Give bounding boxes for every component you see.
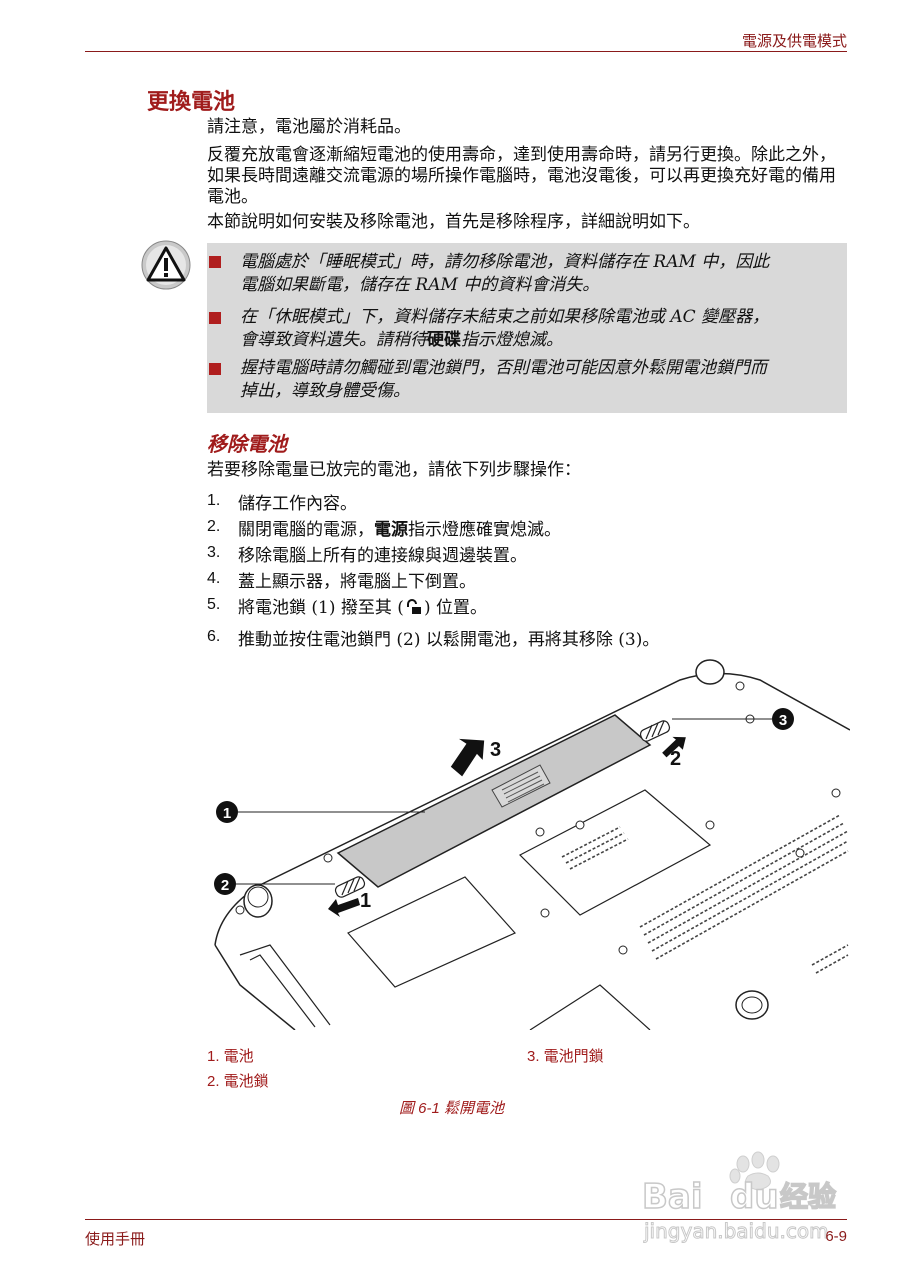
warning-item-2-line-2: 會導致資料遺失。請稍待硬碟指示燈熄滅。 [240,329,840,352]
step-number: 3. [207,544,221,561]
baidu-watermark-logo: Bai du 经验 jingyan.baidu.com [641,1151,837,1244]
warning-item-1-line-1: 電腦處於「睡眠模式」時，請勿移除電池，資料儲存在 RAM 中，因此 [240,252,770,272]
laptop-outline [214,672,850,946]
step-number: 2. [207,518,221,535]
page-number: 6-9 [825,1228,847,1245]
warning-bullet [209,256,221,268]
step-text: 移除電腦上所有的連接線與週邊裝置。 [238,546,527,566]
callout-1-label: 1 [223,805,231,822]
warning-bullet [209,363,221,375]
warning-item-3: 握持電腦時請勿觸碰到電池鎖門，否則電池可能因意外鬆開電池鎖門而 掉出，導致身體受… [240,357,840,403]
hdd-cover [518,789,712,916]
figure-caption: 圖 6-1 鬆開電池 [398,1100,504,1117]
bottom-panel-edge [529,984,651,1030]
warning-item-2-text-a: 會導致資料遺失。請稍待 [240,330,427,350]
callout-2 [214,873,236,895]
step-text: 將電池鎖 (1) 撥至其 ( ) 位置。 [238,593,487,618]
warning-item-2-text-c: 指示燈熄滅。 [461,330,563,350]
warning-item-3-line-1: 握持電腦時請勿觸碰到電池鎖門，否則電池可能因意外鬆開電池鎖門而 [240,358,767,378]
callout-2-label: 2 [221,877,229,894]
power-indicator-label: 電源 [374,520,408,540]
watermark-brand: Bai [642,1177,703,1217]
warning-item-1: 電腦處於「睡眠模式」時，請勿移除電池，資料儲存在 RAM 中，因此 電腦如果斷電… [240,251,840,297]
unlock-icon [406,599,421,614]
laptop-edge [249,954,316,1028]
running-header: 電源及供電模式 [741,32,847,50]
release-arrow [662,736,686,758]
step-text: 推動並按住電池鎖門 (2) 以鬆開電池，再將其移除 (3)。 [238,630,660,650]
warning-triangle-icon [141,240,191,290]
watermark-brand-2: du [730,1177,779,1217]
battery-grip-lines [501,771,545,803]
step-text: 蓋上顯示器，將電腦上下倒置。 [238,572,476,592]
step-number: 4. [207,570,221,587]
arrow-label-2: 2 [670,748,681,770]
callout-3-label: 3 [779,712,787,729]
memory-cover [347,876,516,988]
subsection-title: 移除電池 [207,432,287,456]
paragraph-2: 反覆充放電會逐漸縮短電池的使用壽命，達到使用壽命時，請另行更換。除此之外，如果長… [207,145,836,207]
watermark-cn: 经验 [780,1180,836,1213]
step-2-text-a: 關閉電腦的電源， [238,520,374,540]
footer-rule [85,1219,847,1220]
warning-item-1-line-2: 電腦如果斷電，儲存在 RAM 中的資料會消失。 [240,275,600,295]
vent-slots [561,814,849,974]
laptop-outline [214,944,296,1030]
rubber-foot [741,996,763,1014]
laptop-edge [239,944,331,1026]
hdd-indicator-label: 硬碟 [427,330,461,350]
legend-item-3: 3. 電池門鎖 [527,1048,604,1065]
step-5-text-c: ) 位置。 [423,598,487,618]
battery-removal-figure: 3 2 1 1 2 3 [214,659,850,1030]
step-2-text-c: 指示燈應確實熄滅。 [408,520,561,540]
paragraph-1: 請注意，電池屬於消耗品。 [207,117,411,137]
step-number: 6. [207,628,221,645]
callout-3 [772,708,794,730]
header-rule [85,51,847,52]
warning-bullet [209,312,221,324]
paragraph-3: 本節說明如何安裝及移除電池，首先是移除程序，詳細說明如下。 [207,212,700,232]
rubber-foot [247,886,269,908]
step-text: 儲存工作內容。 [238,494,357,514]
legend-item-1: 1. 電池 [207,1048,254,1065]
step-number: 1. [207,492,221,509]
arrow-label-1: 1 [360,890,371,912]
legend-item-2: 2. 電池鎖 [207,1073,269,1090]
step-number: 5. [207,596,221,613]
callout-1 [216,801,238,823]
rubber-foot [695,659,725,685]
battery-release-latch [639,720,671,742]
warning-item-2: 在「休眠模式」下，資料儲存未結束之前如果移除電池或 AC 變壓器， 會導致資料遺… [240,306,840,352]
warning-box [207,243,847,413]
battery-lock-latch [334,876,366,898]
slide-arrow [328,898,360,917]
arrow-label-3: 3 [490,739,501,761]
warning-item-2-line-1: 在「休眠模式」下，資料儲存未結束之前如果移除電池或 AC 變壓器， [240,307,770,327]
step-5-text-a: 將電池鎖 (1) 撥至其 ( [238,598,404,618]
battery-pack [336,714,652,888]
subsection-intro: 若要移除電量已放完的電池，請依下列步驟操作： [207,460,581,480]
screw [235,681,841,955]
warning-item-3-line-2: 掉出，導致身體受傷。 [240,381,410,401]
footer-left: 使用手冊 [85,1230,146,1248]
section-title: 更換電池 [147,90,236,115]
watermark-url: jingyan.baidu.com [643,1219,829,1243]
remove-arrow [450,738,485,777]
step-text: 關閉電腦的電源，電源指示燈應確實熄滅。 [238,515,561,540]
